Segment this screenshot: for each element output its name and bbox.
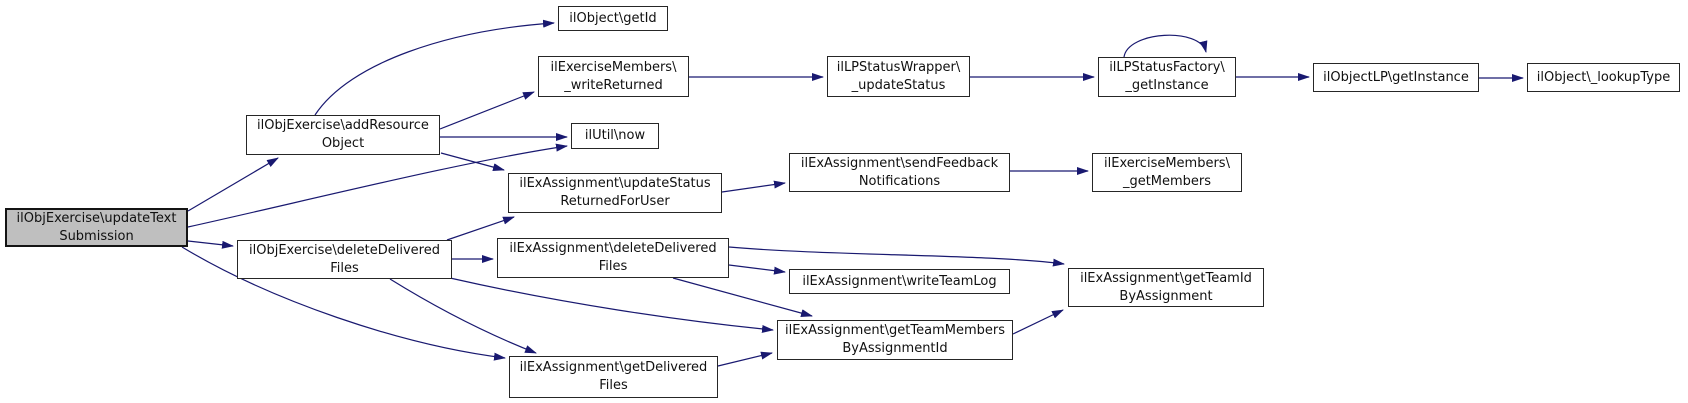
edge-updateTextSubmission-addResourceObject bbox=[187, 157, 279, 212]
node-getmembers[interactable]: ilExerciseMembers\ _getMembers bbox=[1092, 153, 1242, 192]
edge-objDeleteDeliveredFiles-getTeamMembersByAssignmentId bbox=[449, 277, 774, 333]
node-lookuptype[interactable]: ilObject\_lookupType bbox=[1527, 63, 1680, 92]
node-label: ilObjExercise\updateText bbox=[16, 210, 177, 226]
node-label: _getInstance bbox=[1125, 78, 1209, 93]
node-getteammembersbyassignmentid[interactable]: ilExAssignment\getTeamMembers ByAssignme… bbox=[777, 320, 1013, 360]
node-label: ilExAssignment\writeTeamLog bbox=[802, 273, 997, 289]
node-label: ByAssignmentId bbox=[842, 341, 948, 356]
edge-objDeleteDeliveredFiles-updateStatusReturnedForUser bbox=[446, 216, 515, 241]
edge-exDeleteDeliveredFiles-getTeamMembersByAssignmentId bbox=[672, 277, 813, 317]
node-label: Object bbox=[321, 136, 365, 151]
node-writeteamlog[interactable]: ilExAssignment\writeTeamLog bbox=[789, 269, 1010, 294]
node-getdeliveredfiles[interactable]: ilExAssignment\getDelivered Files bbox=[509, 356, 718, 398]
node-objdeletedeliveredfiles[interactable]: ilObjExercise\deleteDelivered Files bbox=[237, 240, 452, 279]
node-label: ilExerciseMembers\ bbox=[550, 59, 677, 75]
node-updatestatusreturnedforuser[interactable]: ilExAssignment\updateStatus ReturnedForU… bbox=[508, 173, 722, 213]
node-label: Files bbox=[330, 260, 359, 276]
node-label: ilObject\getId bbox=[569, 10, 657, 26]
node-label: _writeReturned bbox=[564, 77, 663, 93]
node-label: Files bbox=[599, 378, 628, 393]
node-addresourceobject[interactable]: ilObjExercise\addResource Object bbox=[246, 115, 440, 155]
node-label: ilObjExercise\deleteDelivered bbox=[249, 242, 440, 258]
node-statusfactory[interactable]: ilLPStatusFactory\ _getInstance bbox=[1098, 57, 1236, 97]
node-label: Notifications bbox=[858, 173, 941, 189]
node-label: ilExAssignment\getDelivered bbox=[519, 360, 708, 375]
node-label: ilObject\_lookupType bbox=[1536, 69, 1671, 85]
node-label: ilExAssignment\getTeamMembers bbox=[784, 323, 1005, 338]
node-objectlpgetinstance[interactable]: ilObjectLP\getInstance bbox=[1313, 63, 1479, 92]
node-label: ilObjExercise\addResource bbox=[257, 118, 429, 133]
edge-addResourceObject-writeReturned bbox=[439, 91, 535, 130]
node-label: ilLPStatusFactory\ bbox=[1109, 60, 1225, 75]
edge-getTeamMembersByAssignmentId-getTeamIdByAssignment bbox=[1012, 309, 1064, 335]
node-label: _updateStatus bbox=[851, 77, 946, 93]
node-label: ilUtil\now bbox=[584, 128, 646, 143]
edge-exDeleteDeliveredFiles-getTeamIdByAssignment bbox=[728, 246, 1065, 267]
edge-updateStatusReturnedForUser-sendFeedbackNotifications bbox=[721, 180, 786, 193]
edge-addResourceObject-updateStatusReturnedForUser bbox=[440, 152, 505, 171]
node-label: _getMembers bbox=[1122, 173, 1212, 189]
node-label: ilExAssignment\getTeamId bbox=[1080, 270, 1252, 286]
node-label: ByAssignment bbox=[1119, 288, 1213, 304]
node-writereturned[interactable]: ilExerciseMembers\ _writeReturned bbox=[538, 56, 689, 97]
node-label: ilExerciseMembers\ bbox=[1104, 155, 1230, 171]
node-sendfeedbacknotifications[interactable]: ilExAssignment\sendFeedback Notification… bbox=[789, 153, 1010, 192]
edge-getDeliveredFiles-getTeamMembersByAssignmentId bbox=[717, 351, 773, 367]
edge-exDeleteDeliveredFiles-writeTeamLog bbox=[728, 264, 786, 275]
node-label: ilLPStatusWrapper\ bbox=[836, 59, 961, 75]
node-getteamidbyassignment[interactable]: ilExAssignment\getTeamId ByAssignment bbox=[1068, 268, 1264, 307]
node-ilutilnow[interactable]: ilUtil\now bbox=[571, 123, 659, 149]
node-updatestatuswrapper[interactable]: ilLPStatusWrapper\ _updateStatus bbox=[827, 56, 970, 97]
node-label: ilExAssignment\updateStatus bbox=[519, 176, 711, 191]
node-label: ilObjectLP\getInstance bbox=[1323, 69, 1469, 85]
node-getid[interactable]: ilObject\getId bbox=[558, 6, 668, 31]
edge-objDeleteDeliveredFiles-getDeliveredFiles bbox=[389, 278, 537, 354]
edge-updateTextSubmission-objDeleteDeliveredFiles bbox=[187, 240, 234, 249]
edge-addResourceObject-getId bbox=[314, 19, 555, 116]
node-label: ilExAssignment\deleteDelivered bbox=[509, 241, 717, 256]
node-label: Files bbox=[598, 259, 628, 274]
edge-updateTextSubmission-ilUtilNow bbox=[187, 143, 568, 228]
node-exdeletedeliveredfiles[interactable]: ilExAssignment\deleteDelivered Files bbox=[497, 238, 729, 278]
edge-statusFactory-self-loop bbox=[1123, 34, 1208, 58]
node-label: Submission bbox=[59, 228, 134, 244]
node-label: ReturnedForUser bbox=[560, 194, 670, 209]
node-label: ilExAssignment\sendFeedback bbox=[800, 155, 999, 171]
node-updatetextsubmission: ilObjExercise\updateText Submission bbox=[5, 208, 188, 247]
edge-updateTextSubmission-getDeliveredFiles bbox=[181, 246, 506, 361]
